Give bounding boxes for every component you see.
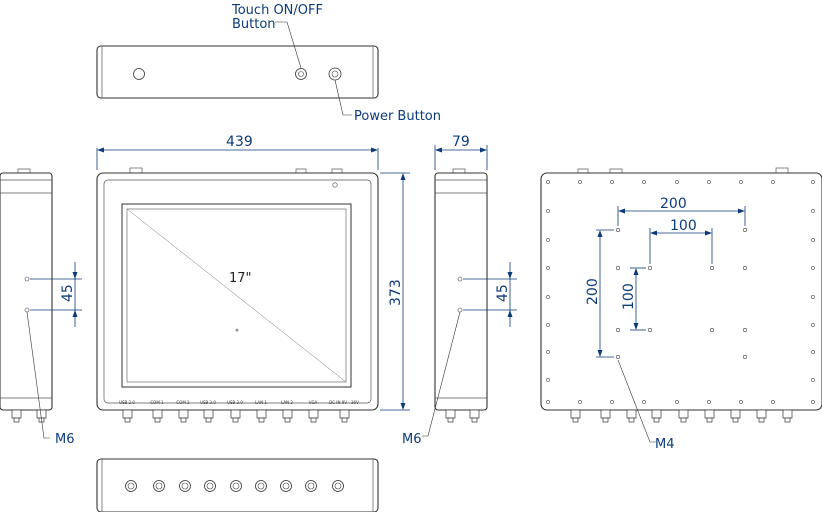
right-side-view: 79 45 M6 — [402, 134, 517, 447]
left-side-body — [0, 172, 53, 411]
right-side-body — [434, 172, 488, 411]
port-label: COM 2 — [176, 400, 190, 405]
port-label: LAN 1 — [255, 400, 267, 405]
depth-dimension: 79 — [452, 134, 470, 150]
bottom-connectors — [125, 480, 344, 492]
port-label: VGA — [309, 400, 318, 405]
right-hole-spacing-dimension: 45 — [495, 284, 511, 302]
touch-button-leader — [275, 21, 302, 69]
front-indicator — [332, 182, 338, 188]
rear-view: 200 100 200 100 M4 — [540, 167, 822, 452]
width-dimension: 439 — [226, 134, 253, 150]
port-label: USB 3.0 — [227, 400, 243, 405]
m6-callout-right: M6 — [402, 432, 422, 447]
m6-callout-left: M6 — [55, 432, 75, 447]
vesa-inner-horizontal-dimension: 100 — [670, 218, 697, 234]
top-knob-left — [133, 68, 145, 80]
vesa-holes — [615, 228, 747, 359]
port-label: USB 2.0 — [119, 400, 135, 405]
vesa-outer-horizontal-dimension: 200 — [660, 196, 687, 212]
port-label: USB 3.0 — [200, 400, 216, 405]
power-button-callout: Power Button — [354, 109, 441, 124]
left-hole-spacing-dimension: 45 — [60, 284, 76, 302]
port-label: COM 1 — [150, 400, 164, 405]
height-dimension: 373 — [388, 279, 404, 306]
vesa-outer-vertical-dimension: 200 — [585, 278, 601, 305]
front-connectors — [122, 409, 350, 423]
screen-size-label: 17" — [229, 271, 252, 286]
touch-button-callout-line1: Touch ON/OFF — [231, 3, 323, 18]
port-labels: USB 2.0 COM 1 COM 2 USB 3.0 USB 3.0 LAN … — [119, 400, 359, 405]
vesa-inner-vertical-dimension: 100 — [621, 283, 637, 310]
port-label: LAN 2 — [281, 400, 293, 405]
m4-callout: M4 — [655, 437, 675, 452]
touch-button-callout-line2: Button — [232, 17, 276, 32]
front-view: 439 17" USB 2.0 COM 1 COM 2 USB 3.0 USB … — [96, 134, 410, 423]
rear-perimeter-holes — [546, 180, 815, 404]
top-view — [96, 45, 379, 99]
left-side-view: 45 M6 — [0, 168, 82, 447]
port-label: DC IN 9V - 36V — [329, 400, 359, 405]
power-button-leader — [334, 79, 352, 116]
bottom-view — [96, 458, 379, 512]
top-view-body — [96, 45, 379, 99]
